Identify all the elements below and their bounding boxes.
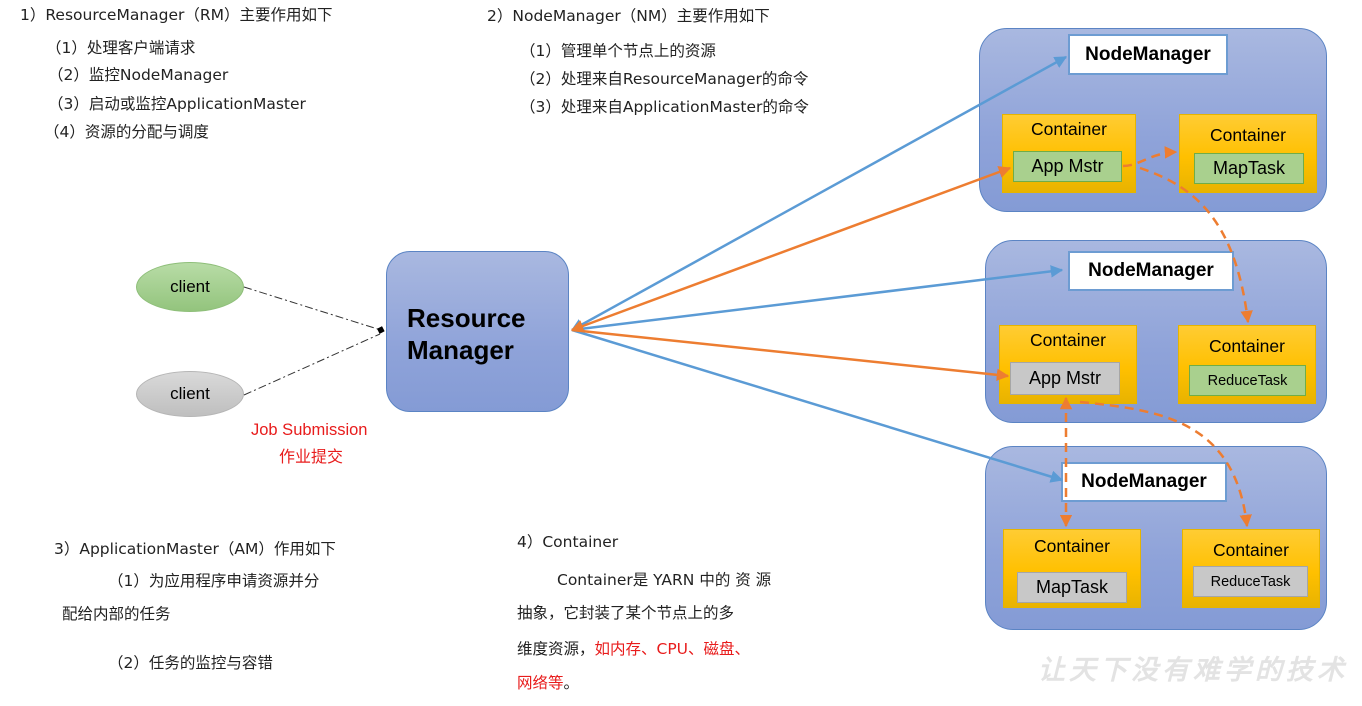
rm-item-2: （2）监控NodeManager bbox=[48, 66, 229, 84]
reduce-task: ReduceTask bbox=[1189, 365, 1306, 396]
am-item-1-line2: 配给内部的任务 bbox=[62, 605, 171, 623]
resource-manager-label-line1: Resource bbox=[407, 303, 526, 333]
client-label: client bbox=[170, 384, 210, 403]
client-submission-line-2 bbox=[243, 333, 381, 396]
node-manager-title: NodeManager bbox=[1068, 34, 1228, 75]
container-box: Container ReduceTask bbox=[1178, 325, 1316, 404]
rm-to-appmaster2-arrow bbox=[571, 328, 1010, 382]
watermark-slogan: 让天下没有难学的技术 bbox=[1038, 655, 1348, 686]
node-manager-box-1: NodeManager Container App Mstr Container… bbox=[979, 28, 1327, 212]
node-manager-box-3: NodeManager Container MapTask Container … bbox=[985, 446, 1327, 630]
container-desc-line4-highlight: 网络等 bbox=[517, 674, 564, 692]
node-manager-title: NodeManager bbox=[1061, 462, 1227, 502]
container-heading: 4）Container bbox=[517, 533, 619, 551]
am-item-2: （2）任务的监控与容错 bbox=[108, 654, 273, 672]
container-desc-line3: 维度资源，如内存、CPU、磁盘、 bbox=[517, 640, 751, 658]
job-submission-label: Job Submission bbox=[251, 421, 368, 439]
map-task: MapTask bbox=[1194, 153, 1304, 184]
container-box: Container App Mstr bbox=[999, 325, 1137, 404]
rm-item-4: （4）资源的分配与调度 bbox=[44, 123, 209, 141]
container-label: Container bbox=[1210, 125, 1286, 145]
am-item-1-line1: （1）为应用程序申请资源并分 bbox=[108, 572, 320, 590]
container-box: Container App Mstr bbox=[1002, 114, 1136, 193]
app-master-task: App Mstr bbox=[1010, 362, 1120, 395]
container-box: Container MapTask bbox=[1179, 114, 1317, 193]
container-box: Container ReduceTask bbox=[1182, 529, 1320, 608]
resource-manager-label: Resource Manager bbox=[407, 302, 526, 366]
client-node-2: client bbox=[136, 371, 244, 417]
resource-manager-label-line2: Manager bbox=[407, 335, 514, 365]
container-desc-line1: Container是 YARN 中的 资 源 bbox=[557, 571, 772, 589]
container-box: Container MapTask bbox=[1003, 529, 1141, 608]
nm-item-3: （3）处理来自ApplicationMaster的命令 bbox=[520, 98, 809, 116]
am-heading: 3）ApplicationMaster（AM）作用如下 bbox=[54, 540, 336, 558]
node-manager-box-2: NodeManager Container App Mstr Container… bbox=[985, 240, 1327, 423]
rm-to-appmaster1-arrow bbox=[570, 166, 1012, 332]
map-task: MapTask bbox=[1017, 572, 1127, 603]
container-label: Container bbox=[1034, 536, 1110, 556]
container-desc-line4-plain: 。 bbox=[563, 674, 580, 692]
rm-item-1: （1）处理客户端请求 bbox=[46, 39, 196, 57]
rm-item-3: （3）启动或监控ApplicationMaster bbox=[48, 95, 306, 113]
nm-item-2: （2）处理来自ResourceManager的命令 bbox=[520, 70, 809, 88]
client-node-1: client bbox=[136, 262, 244, 312]
container-label: Container bbox=[1030, 330, 1106, 350]
client-submission-line-1 bbox=[243, 286, 385, 334]
rm-heading: 1）ResourceManager（RM）主要作用如下 bbox=[20, 6, 333, 24]
container-label: Container bbox=[1213, 540, 1289, 560]
container-desc-line2: 抽象，它封装了某个节点上的多 bbox=[517, 604, 735, 622]
app-master-task: App Mstr bbox=[1013, 151, 1122, 182]
job-submission-label-zh: 作业提交 bbox=[279, 447, 344, 466]
container-desc-line4: 网络等。 bbox=[517, 674, 580, 692]
container-desc-line3-highlight: 如内存、CPU、磁盘、 bbox=[594, 640, 751, 658]
client-label: client bbox=[170, 277, 210, 296]
resource-manager-node: Resource Manager bbox=[386, 251, 569, 412]
container-label: Container bbox=[1031, 119, 1107, 139]
container-desc-line3-plain: 维度资源， bbox=[517, 640, 595, 658]
reduce-task: ReduceTask bbox=[1193, 566, 1308, 597]
container-label: Container bbox=[1209, 336, 1285, 356]
nm-item-1: （1）管理单个节点上的资源 bbox=[520, 42, 716, 60]
node-manager-title: NodeManager bbox=[1068, 251, 1234, 291]
nm-heading: 2）NodeManager（NM）主要作用如下 bbox=[487, 7, 770, 25]
